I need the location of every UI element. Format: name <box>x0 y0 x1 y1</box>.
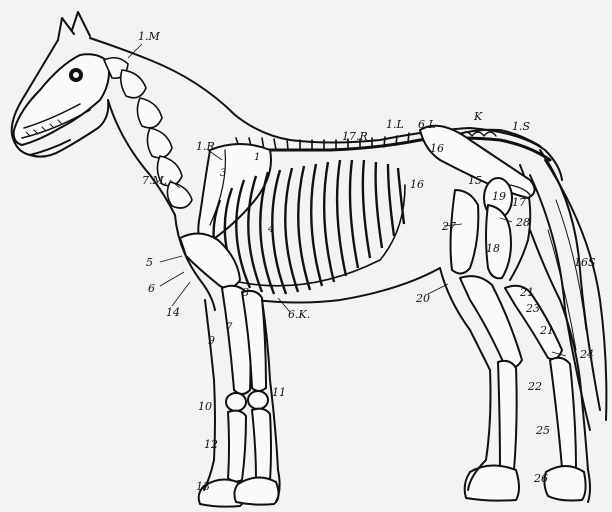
label-6L: 6.L <box>418 118 436 131</box>
label-15: 15 <box>468 174 482 187</box>
label-25: 25 <box>535 424 550 437</box>
label-16S: 16S <box>574 256 596 269</box>
front-leg-bones <box>180 233 279 506</box>
label-4: 4 <box>267 224 274 235</box>
label-1: 1 <box>254 152 260 163</box>
label-7M: 7.M. <box>142 174 167 187</box>
spine <box>230 130 550 160</box>
skull <box>14 54 109 145</box>
label-21-lower: 21 <box>539 324 554 337</box>
label-12: 12 <box>204 438 218 451</box>
label-10: 10 <box>198 400 212 413</box>
label-21-hock: 21 <box>519 286 534 299</box>
label-24: 24 <box>579 348 594 361</box>
label-14: 14 <box>166 306 180 319</box>
label-20: 20 <box>415 292 430 305</box>
label-5: 5 <box>146 256 153 269</box>
label-27: 27 <box>441 220 456 233</box>
label-18: 18 <box>486 242 500 255</box>
label-K: K <box>473 110 483 123</box>
label-11: 11 <box>272 386 286 399</box>
label-28: 28 <box>515 216 530 229</box>
label-6K: 6.K. <box>288 308 310 321</box>
hind-leg-bones <box>451 190 586 501</box>
label-23: 23 <box>525 302 540 315</box>
label-1M: 1.M <box>138 30 160 43</box>
label-26: 26 <box>533 472 548 485</box>
label-17: 17 <box>512 196 526 209</box>
label-8: 8 <box>242 286 249 299</box>
label-9: 9 <box>208 334 215 347</box>
label-1L: 1.L <box>386 118 404 131</box>
label-3: 3 <box>220 168 226 179</box>
label-13: 13 <box>196 480 210 493</box>
label-1S: 1.S <box>512 120 530 133</box>
label-22: 22 <box>527 380 542 393</box>
label-16-pelvis: 16 <box>430 142 444 155</box>
label-6: 6 <box>148 282 155 295</box>
label-7: 7 <box>226 322 233 333</box>
label-17R: 17.R <box>342 130 368 143</box>
label-1R: 1.R <box>196 140 215 153</box>
label-19: 19 <box>492 190 506 203</box>
label-16-ilium: 16 <box>410 178 424 191</box>
